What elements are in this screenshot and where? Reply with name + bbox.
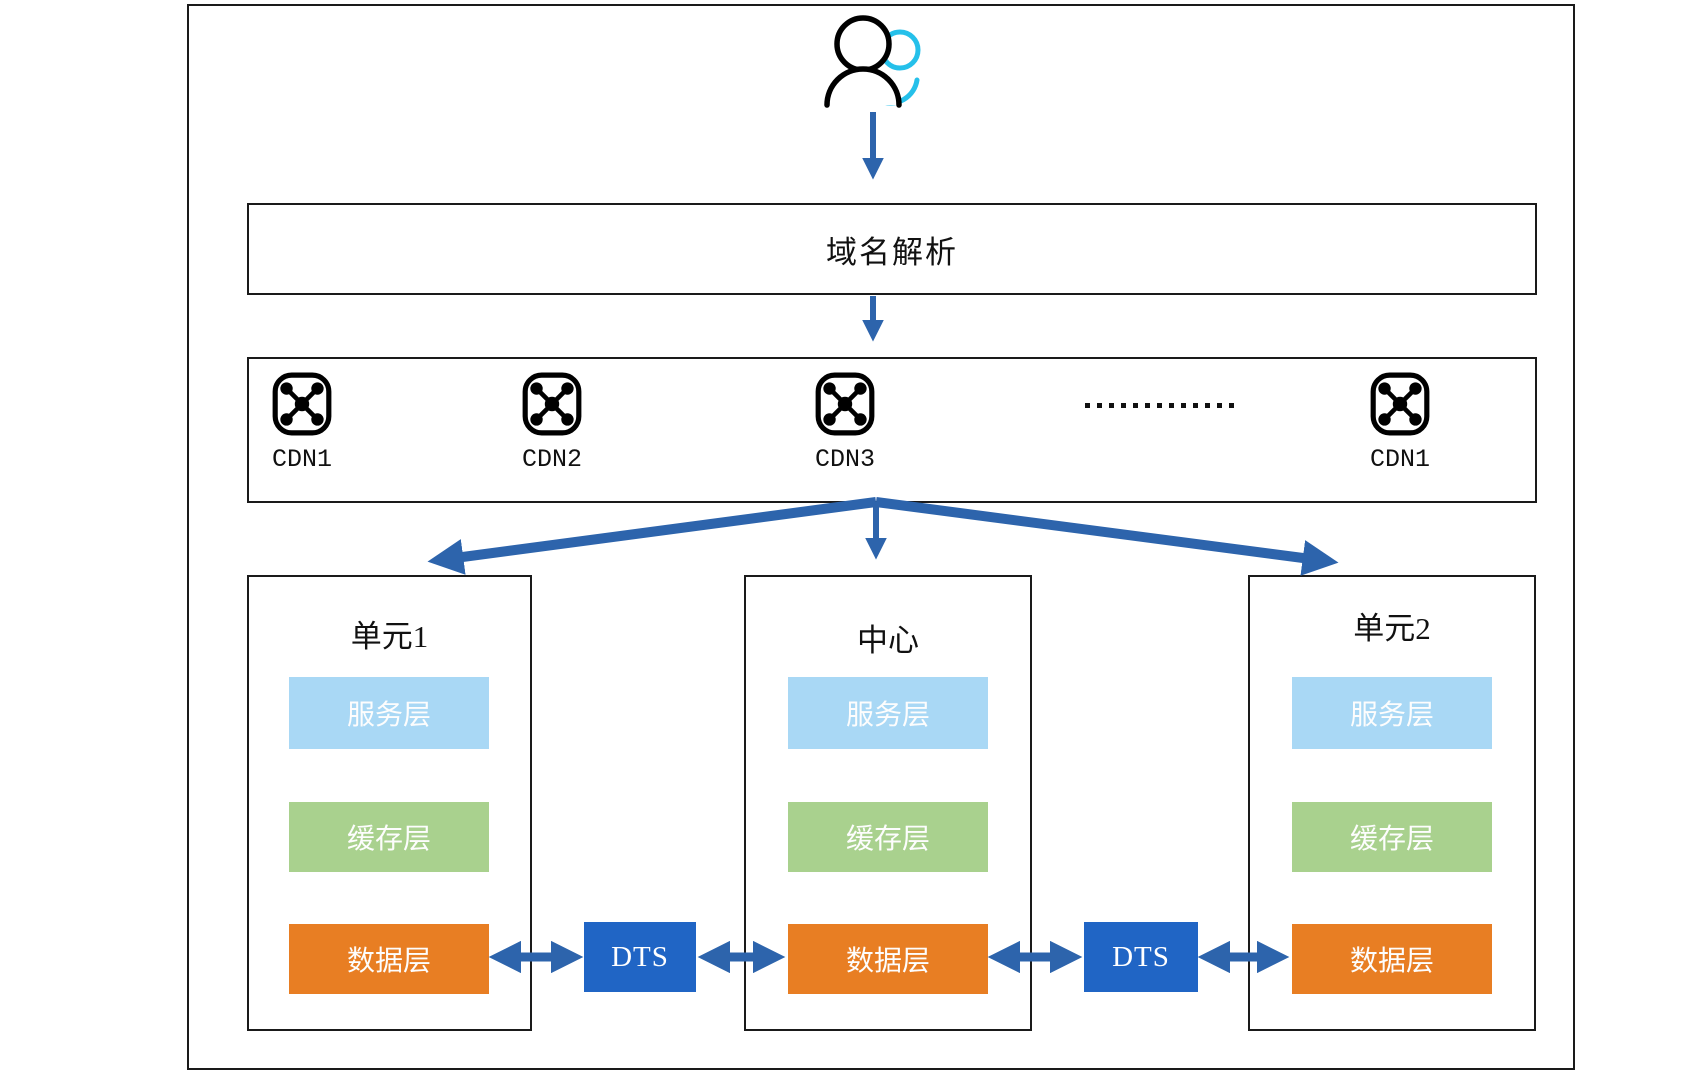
unit-title: 单元1	[350, 619, 429, 654]
cache-layer: 缓存层	[788, 802, 988, 872]
unit-2-box: 单元2 服务层 缓存层 数据层	[1248, 575, 1536, 1031]
dts-label: DTS	[1112, 940, 1170, 973]
service-layer-label: 服务层	[1349, 700, 1434, 731]
ellipsis-dots	[1085, 403, 1239, 408]
cdn-node: CDN2	[482, 371, 622, 474]
dns-resolution-label: 域名解析	[826, 234, 958, 270]
unit-1-box: 单元1 服务层 缓存层 数据层	[247, 575, 532, 1031]
data-layer-label: 数据层	[346, 946, 431, 977]
data-layer: 数据层	[788, 924, 988, 994]
cdn-node-label: CDN3	[814, 445, 875, 474]
cache-layer: 缓存层	[289, 802, 489, 872]
cdn-node: CDN1	[1330, 371, 1470, 474]
cdn-node-label: CDN2	[521, 445, 582, 474]
data-layer: 数据层	[1292, 924, 1492, 994]
cdn-node: CDN1	[232, 371, 372, 474]
dns-resolution-box: 域名解析	[247, 203, 1537, 295]
dts-box: DTS	[584, 922, 696, 992]
center-box: 中心 服务层 缓存层 数据层	[744, 575, 1032, 1031]
cdn-node-label: CDN1	[1369, 445, 1430, 474]
cdn-node-label: CDN1	[271, 445, 332, 474]
service-layer: 服务层	[289, 677, 489, 749]
data-layer-label: 数据层	[1349, 946, 1434, 977]
diagram-frame	[187, 4, 1575, 1070]
users-icon	[824, 15, 921, 108]
cdn-network-icon	[815, 372, 875, 436]
cache-layer-label: 缓存层	[1349, 824, 1434, 855]
cdn-network-icon	[522, 372, 582, 436]
service-layer: 服务层	[1292, 677, 1492, 749]
unit-title: 中心	[857, 623, 919, 658]
unit-title: 单元2	[1353, 611, 1431, 646]
cache-layer-label: 缓存层	[346, 824, 431, 855]
cache-layer: 缓存层	[1292, 802, 1492, 872]
service-layer-label: 服务层	[845, 700, 930, 731]
dts-box: DTS	[1084, 922, 1198, 992]
service-layer-label: 服务层	[346, 700, 431, 731]
service-layer: 服务层	[788, 677, 988, 749]
dts-label: DTS	[611, 940, 669, 973]
cdn-network-icon	[272, 372, 332, 436]
data-layer-label: 数据层	[845, 946, 930, 977]
cache-layer-label: 缓存层	[845, 824, 930, 855]
cdn-network-icon	[1370, 372, 1430, 436]
data-layer: 数据层	[289, 924, 489, 994]
cdn-node: CDN3	[775, 371, 915, 474]
cdn-strip: CDN1 CDN2	[247, 357, 1537, 503]
